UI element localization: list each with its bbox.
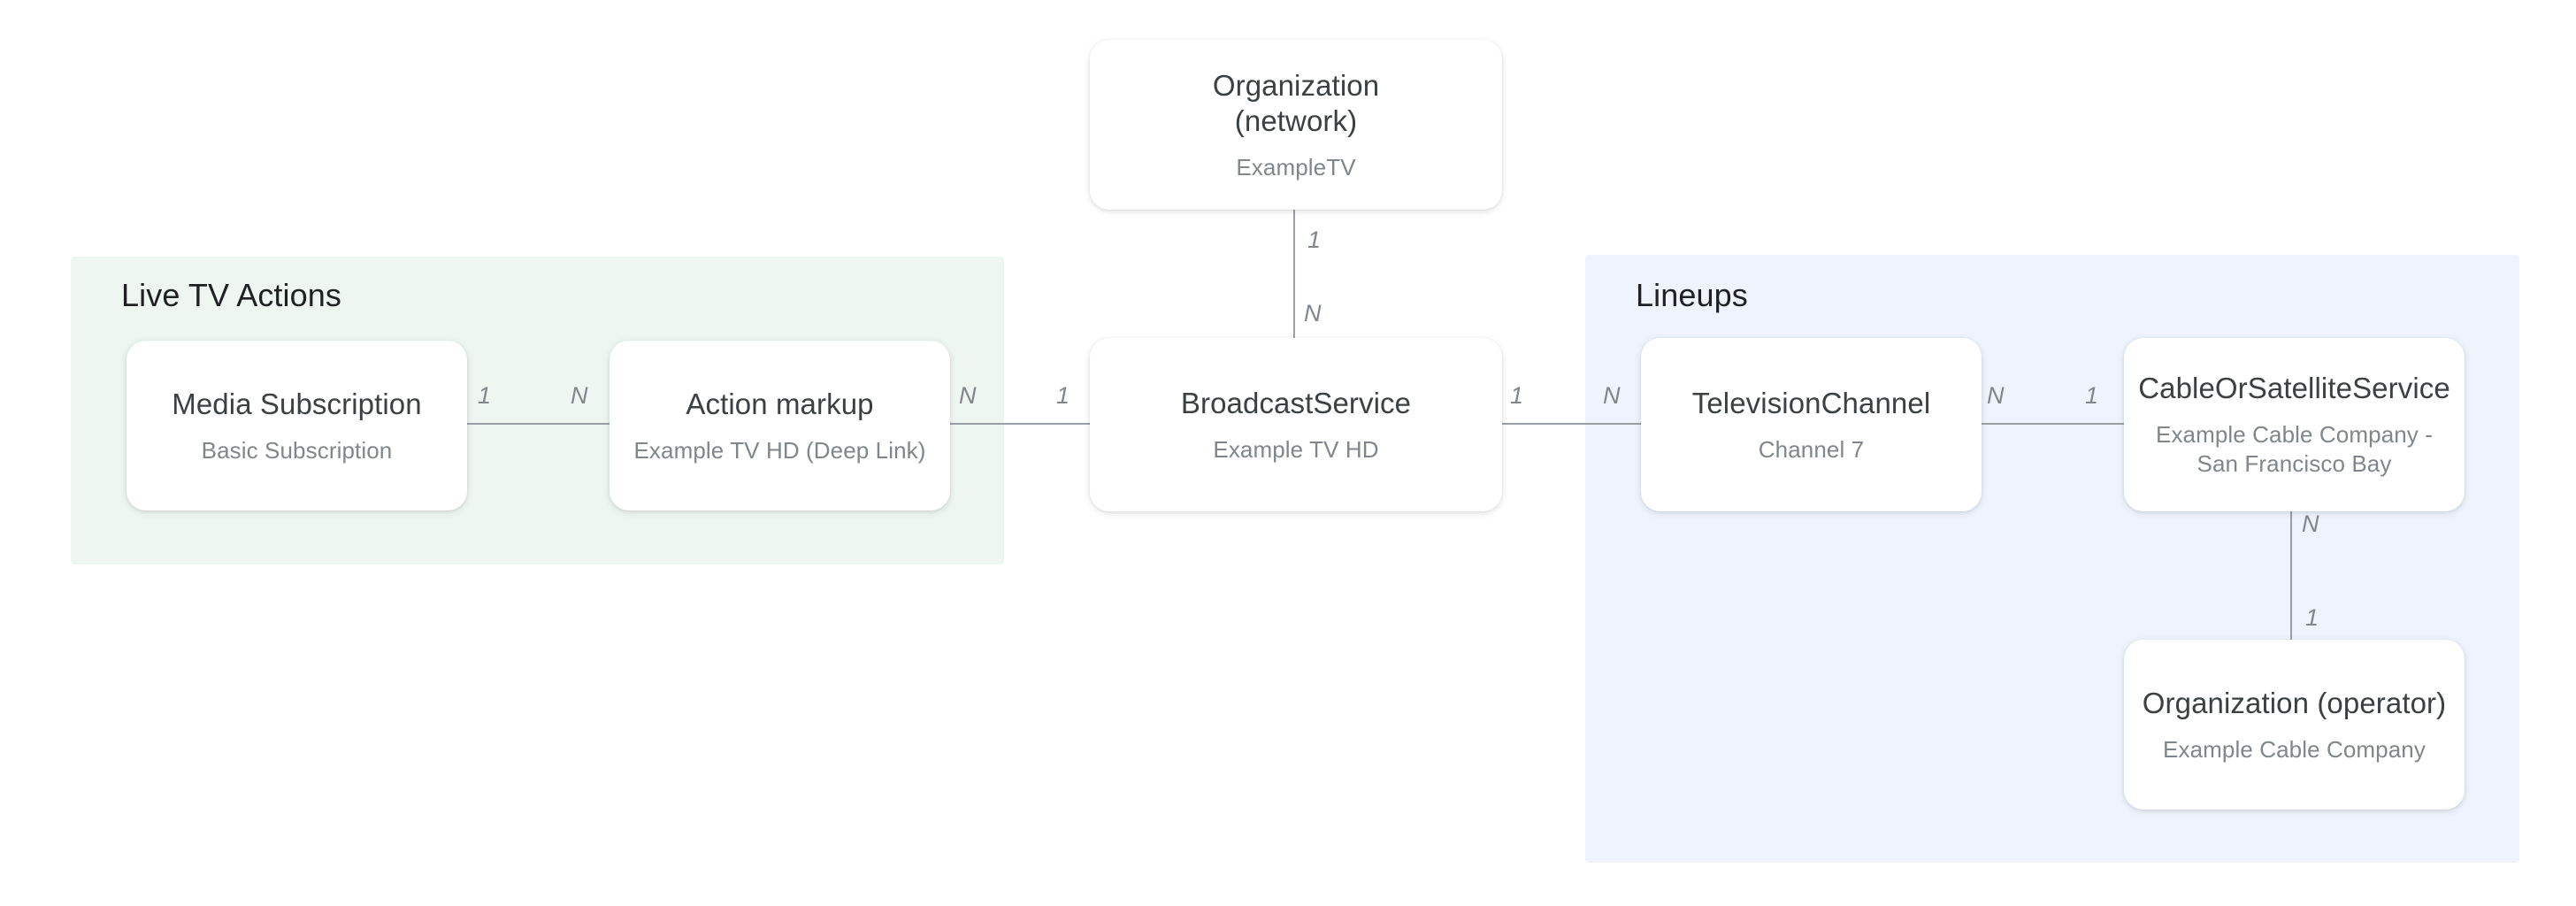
node-organization-operator-title: Organization (operator) [2142,686,2447,719]
node-television-channel-subtitle: Channel 7 [1758,435,1865,463]
edge-broadcast-service-to-television-channel [1486,423,1681,425]
edge-media-subscription-to-action-markup [442,423,637,425]
edge-television-channel-to-cable-service [1964,423,2158,425]
node-broadcast-service-subtitle: Example TV HD [1213,435,1379,463]
cardinality-broadcast-top: N [1304,300,1322,326]
node-organization-network[interactable]: Organization (network) ExampleTV [1090,40,1502,210]
edge-action-markup-to-broadcast-service [932,423,1179,425]
node-action-markup-title: Action markup [686,387,874,420]
node-cable-or-satellite-service[interactable]: CableOrSatelliteService Example Cable Co… [2124,338,2465,511]
node-television-channel-title: TelevisionChannel [1691,386,1931,419]
edge-cable-service-to-org-operator [2290,504,2292,644]
node-media-subscription[interactable]: Media Subscription Basic Subscription [126,341,467,511]
cardinality-org-operator-top: 1 [2305,604,2319,631]
node-organization-network-title: Organization (network) [1212,68,1380,137]
cardinality-media-subscription-right: 1 [478,382,492,409]
node-organization-operator[interactable]: Organization (operator) Example Cable Co… [2124,640,2465,810]
panel-title-lineups: Lineups [1636,277,1748,313]
panel-title-live-tv-actions: Live TV Actions [121,277,341,313]
node-organization-operator-subtitle: Example Cable Company [2163,735,2426,763]
node-cable-or-satellite-service-subtitle: Example Cable Company - San Francisco Ba… [2156,421,2433,477]
cardinality-org-network-bottom: 1 [1307,226,1322,253]
node-television-channel[interactable]: TelevisionChannel Channel 7 [1641,338,1982,511]
cardinality-television-channel-left: N [1603,382,1621,409]
cardinality-broadcast-left: 1 [1056,382,1070,409]
edge-org-network-to-broadcast-service [1293,209,1295,343]
node-broadcast-service[interactable]: BroadcastService Example TV HD [1090,338,1502,511]
node-action-markup[interactable]: Action markup Example TV HD (Deep Link) [610,341,950,511]
node-broadcast-service-title: BroadcastService [1180,386,1412,419]
cardinality-cable-service-left: 1 [2085,382,2099,409]
node-media-subscription-subtitle: Basic Subscription [201,436,393,464]
node-action-markup-subtitle: Example TV HD (Deep Link) [633,436,926,464]
cardinality-cable-service-bottom: N [2302,511,2319,537]
node-cable-or-satellite-service-title: CableOrSatelliteService [2138,372,2450,404]
node-organization-network-subtitle: ExampleTV [1236,153,1356,180]
cardinality-broadcast-right: 1 [1510,382,1524,409]
cardinality-television-channel-right: N [1987,382,2005,409]
cardinality-action-markup-right: N [959,382,977,409]
node-media-subscription-title: Media Subscription [172,387,422,420]
cardinality-action-markup-left: N [571,382,588,409]
